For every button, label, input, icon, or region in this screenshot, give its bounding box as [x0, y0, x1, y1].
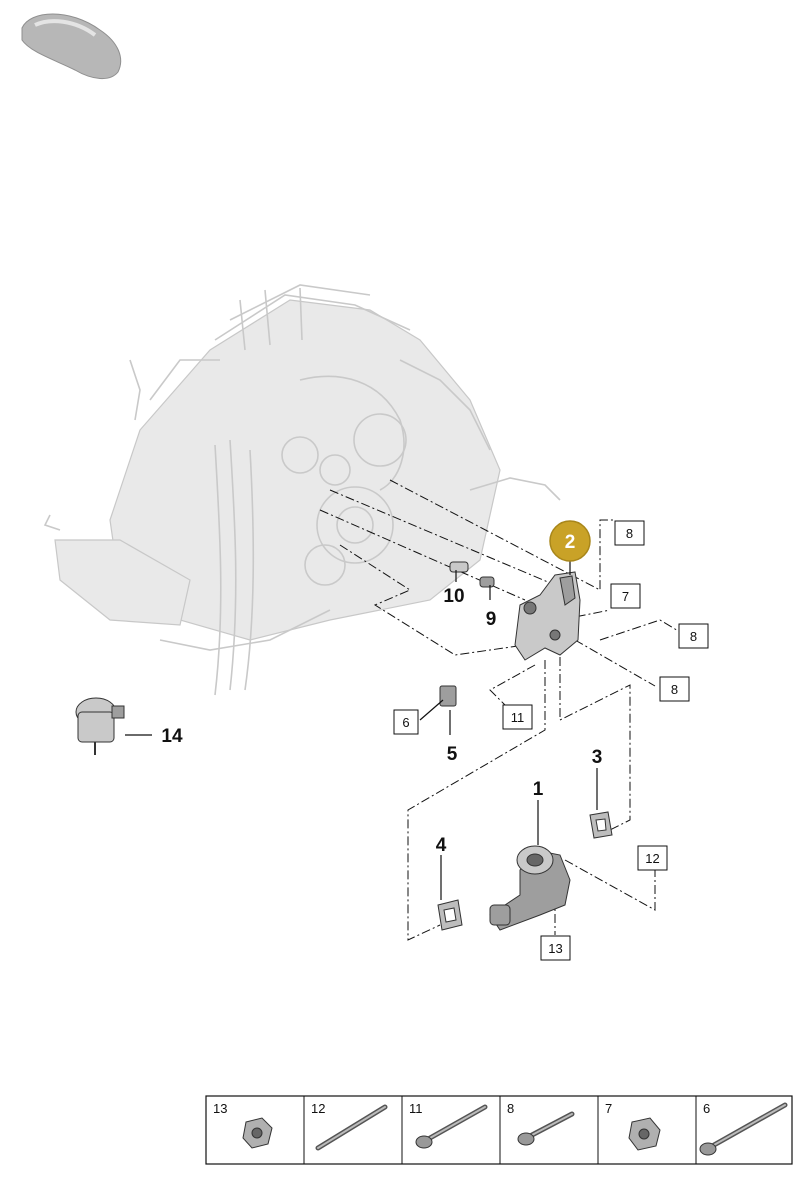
callout-10: 10	[443, 586, 464, 607]
fastener-legend: 13 12 11 8	[205, 1095, 793, 1165]
bushing-part-10	[449, 561, 469, 573]
svg-text:11: 11	[409, 1101, 423, 1116]
legend-cell-7: 7	[605, 1101, 661, 1151]
svg-text:8: 8	[690, 629, 697, 644]
boxed-callout-13: 13	[540, 935, 571, 961]
legend-cell-12: 12	[311, 1101, 388, 1151]
callout-5: 5	[447, 744, 458, 765]
svg-text:12: 12	[645, 851, 659, 866]
boxed-callout-6: 6	[393, 709, 419, 735]
boxed-callout-8-lower: 8	[659, 676, 690, 702]
svg-text:13: 13	[213, 1101, 227, 1116]
washer-part-3	[589, 811, 613, 839]
callout-2-label: 2	[565, 532, 576, 553]
callout-14: 14	[161, 726, 183, 747]
engine-bracket-part	[514, 571, 581, 661]
callout-9: 9	[486, 609, 497, 630]
boxed-callout-7: 7	[610, 583, 641, 609]
boxed-callout-8-top: 8	[614, 520, 645, 546]
svg-text:6: 6	[703, 1101, 710, 1116]
short-flange-bolt-icon	[517, 1111, 575, 1146]
reservoir-part-14	[75, 697, 125, 755]
legend-cell-6: 6	[699, 1101, 788, 1156]
boxed-callout-11: 11	[502, 704, 533, 730]
svg-text:8: 8	[671, 682, 678, 697]
car-thumbnail-icon	[21, 13, 122, 79]
legend-cell-8: 8	[507, 1101, 575, 1146]
collar-nut-icon	[628, 1117, 661, 1151]
highlighted-part-callout: 2	[549, 520, 591, 562]
washer-part-4	[437, 899, 463, 931]
svg-text:8: 8	[507, 1101, 514, 1116]
legend-cell-11: 11	[409, 1101, 488, 1149]
bushing-part-9	[479, 576, 495, 588]
engine-ghost-illustration	[43, 284, 561, 696]
legend-cell-13: 13	[213, 1101, 273, 1149]
leader-lines	[125, 552, 598, 900]
flange-bolt-icon	[415, 1104, 488, 1149]
clip-part-5	[439, 685, 457, 707]
svg-text:7: 7	[605, 1101, 612, 1116]
callout-4: 4	[436, 835, 447, 856]
callout-3: 3	[592, 747, 603, 768]
long-stud-bolt-icon	[315, 1104, 388, 1151]
callout-1: 1	[533, 779, 544, 800]
boxed-callout-8-middle: 8	[678, 623, 709, 649]
svg-text:12: 12	[311, 1101, 325, 1116]
svg-text:7: 7	[622, 589, 629, 604]
engine-mount-part-1	[489, 845, 571, 931]
boxed-callout-12: 12	[637, 845, 668, 871]
assembly-lines	[319, 479, 681, 941]
svg-text:11: 11	[511, 710, 525, 725]
hex-nut-icon	[242, 1117, 273, 1149]
highlight-marker	[549, 520, 591, 562]
svg-text:13: 13	[548, 941, 562, 956]
svg-text:8: 8	[626, 526, 633, 541]
long-flange-bolt-icon	[699, 1102, 788, 1156]
svg-text:6: 6	[402, 715, 409, 730]
